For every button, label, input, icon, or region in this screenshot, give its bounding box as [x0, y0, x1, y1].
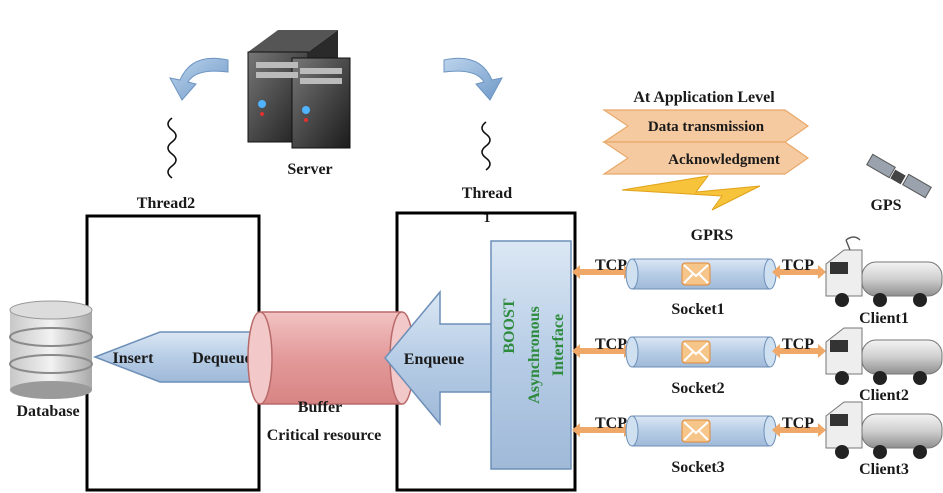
gprs-label: GPRS — [691, 227, 734, 244]
envelope-icon — [681, 340, 711, 364]
tanker-truck-icon — [825, 236, 943, 307]
thread2-squiggle — [167, 117, 177, 179]
tcp-label-2b: TCP — [782, 336, 814, 353]
tcp-arrow-3a — [572, 423, 632, 437]
enqueue-label: Enqueue — [404, 351, 464, 368]
tcp-label-1a: TCP — [595, 257, 627, 274]
thread1-label-line1: Thread — [462, 185, 512, 202]
boost-interface-box — [490, 240, 572, 470]
buffer-label-line2: Critical resource — [267, 427, 381, 444]
socket-row-1: TCP TCP Socket1 Client1 — [572, 236, 943, 327]
lightning-bolt-icon — [621, 175, 761, 211]
client1-label: Client1 — [859, 310, 909, 327]
socket3-label: Socket3 — [671, 459, 724, 476]
acknowledgment-wave — [602, 141, 810, 175]
boost-label: BOOST — [501, 298, 518, 353]
acknowledgment-label: Acknowledgment — [668, 152, 780, 168]
tcp-label-2a: TCP — [595, 336, 627, 353]
curved-arrow-right-icon — [443, 57, 503, 101]
database-icon — [9, 300, 93, 399]
tcp-arrow-1a — [572, 265, 632, 279]
tcp-label-3b: TCP — [782, 415, 814, 432]
socket-row-2: TCP TCP Socket2 Client2 — [572, 327, 943, 404]
thread1-squiggle — [481, 121, 491, 171]
tcp-label-3a: TCP — [595, 415, 627, 432]
interface-label: Interface — [550, 314, 567, 376]
curved-arrow-left-icon — [169, 57, 229, 101]
socket2-label: Socket2 — [671, 380, 724, 397]
tcp-label-1b: TCP — [782, 257, 814, 274]
thread1-label-line2: 1 — [484, 211, 491, 226]
envelope-icon — [681, 262, 711, 286]
thread2-label: Thread2 — [137, 195, 195, 212]
envelope-icon — [681, 419, 711, 443]
asynchronous-label: Asynchronous — [526, 306, 543, 404]
tcp-arrow-1b — [772, 265, 826, 279]
server-label: Server — [287, 161, 332, 178]
client2-label: Client2 — [859, 387, 909, 404]
gps-label: GPS — [870, 197, 901, 214]
tcp-arrow-2a — [572, 344, 632, 358]
satellite-icon — [866, 153, 932, 199]
tanker-truck-icon — [825, 327, 943, 385]
buffer-label-line1: Buffer — [298, 399, 342, 416]
socket-row-3: TCP TCP Socket3 Client3 — [572, 401, 943, 478]
dequeue-label: Dequeue — [192, 350, 252, 367]
tcp-arrow-2b — [772, 344, 826, 358]
database-label: Database — [16, 403, 79, 420]
tanker-truck-icon — [825, 401, 943, 459]
client3-label: Client3 — [859, 461, 909, 478]
server-icon — [247, 30, 351, 149]
data-transmission-label: Data transmission — [648, 119, 765, 135]
insert-label: Insert — [113, 350, 155, 367]
socket1-label: Socket1 — [671, 301, 724, 318]
tcp-arrow-3b — [772, 423, 826, 437]
app-level-title: At Application Level — [633, 89, 775, 106]
